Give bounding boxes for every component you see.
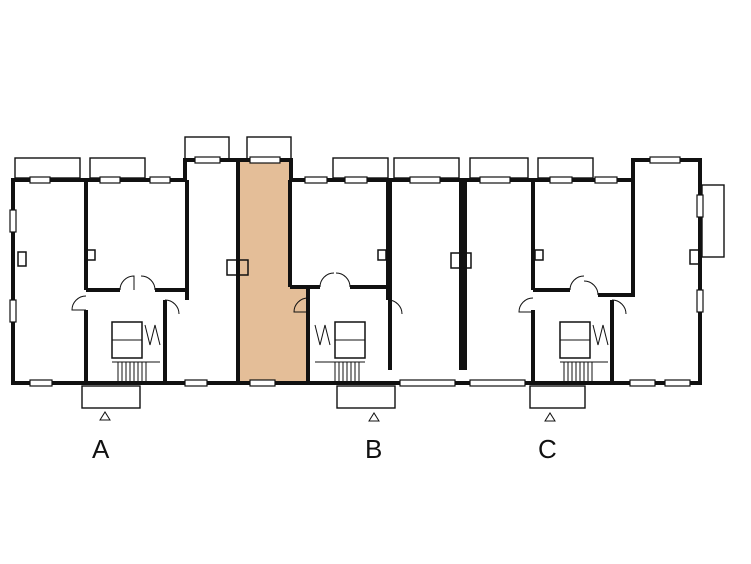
highlighted-apartment[interactable]: [238, 162, 308, 383]
shafts: [17, 249, 700, 276]
outer-walls: [11, 158, 702, 385]
entrance-arrow-b: [368, 412, 380, 422]
entrance-label-c[interactable]: C: [538, 434, 557, 464]
entrance-canopies: [81, 385, 586, 409]
entrance-label-b[interactable]: B: [365, 434, 382, 464]
entrance-markers: [99, 411, 556, 422]
stairwell-b: [314, 321, 366, 383]
balconies: [14, 136, 725, 258]
stairwell-c: [559, 321, 609, 383]
entrance-label-a[interactable]: A: [92, 434, 110, 464]
windows: [9, 156, 704, 387]
doors: [71, 272, 627, 315]
entrance-arrow-c: [544, 412, 556, 422]
stairwell-a: [111, 321, 161, 383]
entrance-arrow-a: [99, 411, 111, 421]
interior-walls: [84, 180, 635, 383]
